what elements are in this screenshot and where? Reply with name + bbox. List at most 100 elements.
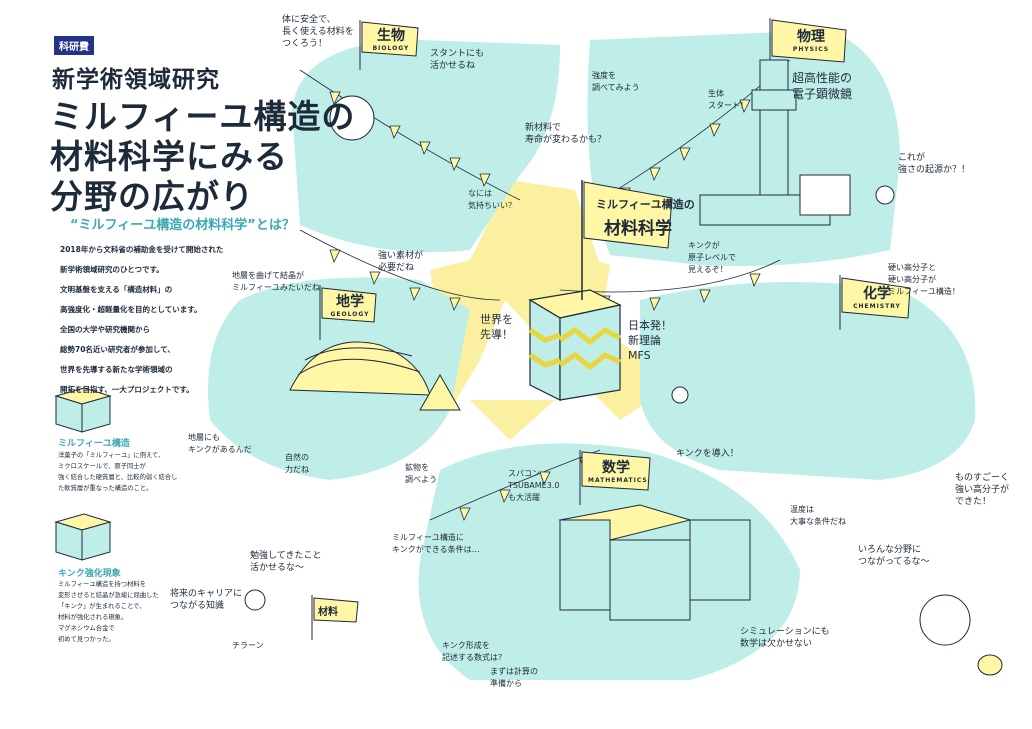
- note-line: 気持ちいい？: [468, 201, 516, 210]
- program-badge: 科研費: [54, 36, 94, 55]
- glossary-line: ミルフィーユ構造を持つ材料を: [58, 581, 147, 588]
- note-bio-6: 強い素材が 必要だね: [378, 250, 423, 274]
- note-line: 必要だね: [378, 263, 415, 273]
- note-line: キンクを導入！: [676, 449, 739, 459]
- flag-physics: 物理 PHYSICS: [782, 26, 840, 53]
- glossary-line: マグネシウム合金で: [58, 625, 115, 632]
- field-sublabel: BIOLOGY: [372, 45, 410, 52]
- intro-text: 2018年から文科省の補助金を受けて開始された 新学術領域研究のひとつです。 文…: [60, 240, 223, 400]
- cat-icon: [977, 654, 1003, 676]
- note-line: MFS: [628, 349, 651, 362]
- note-line: 勉強してきたこと: [250, 551, 322, 561]
- note-line: キンクがあるんだ: [188, 445, 252, 454]
- note-line: 温度は: [790, 505, 814, 514]
- note-bio-5: 生体 スタート！: [708, 88, 748, 112]
- field-sublabel: CHEMISTRY: [853, 303, 901, 310]
- note-line: 数学は欠かせない: [740, 639, 813, 649]
- tent-icon: [419, 373, 461, 411]
- glossary-term-1: ミルフィーユ構造: [58, 439, 130, 449]
- field-flags: [311, 18, 911, 640]
- glossary-line: 初めて見つかった。: [58, 636, 115, 643]
- mille-feuille-icon: [528, 289, 622, 401]
- note-phy-1: 超高性能の 電子顕微鏡: [792, 70, 852, 102]
- field-sublabel: PHYSICS: [792, 46, 830, 53]
- note-bio-7: なには 気持ちいい？: [468, 188, 516, 212]
- glossary-line: 洋菓子の「ミルフィーユ」に例えて、: [58, 452, 165, 459]
- glossary-cake-2: [54, 513, 112, 561]
- glossary-term-2: キンク強化現象: [58, 569, 121, 579]
- center-note-left: 世界を 先導！: [480, 312, 513, 342]
- note-line: シミュレーションにも: [740, 627, 830, 637]
- note-line: 硬い高分子が: [888, 275, 936, 284]
- field-sublabel: MATHEMATICS: [588, 477, 648, 484]
- glossary-line: ミクロスケールで、原子同士が: [58, 463, 146, 470]
- note-line: なには: [468, 189, 492, 198]
- note-line: キンクができる条件は…: [392, 545, 480, 554]
- note-line: 強さの起源か？！: [898, 165, 971, 175]
- glossary-cake-1: [54, 387, 112, 433]
- intro-line: 総勢70名近い研究者が参加して、: [60, 345, 175, 354]
- note-line: TSUBAME3.0: [508, 481, 560, 490]
- note-chem-3: ものすごーく 強い高分子が できた！: [955, 472, 1009, 508]
- note-line: 長く使える材料を: [282, 27, 354, 37]
- mountain-icon: [289, 341, 431, 396]
- glossary-line: た軟質層が重なった構造のこと。: [58, 485, 153, 492]
- note-line: 記述する数式は？: [442, 653, 506, 662]
- center-flag-line-1: ミルフィーユ構造の: [596, 198, 695, 211]
- note-phy-2: これが 強さの起源か？！: [898, 152, 970, 176]
- center-star-bottom: [470, 400, 555, 440]
- note-geo-2: 地層にも キンクがあるんだ: [188, 432, 252, 456]
- note-line: 原子レベルで: [688, 253, 736, 262]
- program-subtitle: 新学術領域研究: [52, 67, 220, 93]
- note-line: 大事な条件だね: [790, 517, 846, 526]
- note-line: 活かせるな〜: [250, 563, 305, 573]
- note-line: スタントにも: [430, 49, 485, 59]
- note-line: 体に安全で、: [282, 15, 336, 25]
- note-line: ミルフィーユ構造に: [392, 533, 464, 542]
- note-line: スパコン: [508, 469, 540, 478]
- intro-line: 2018年から文科省の補助金を受けて開始された: [60, 245, 224, 254]
- note-line: 調べよう: [405, 475, 437, 484]
- note-line: 活かせるね: [430, 61, 476, 71]
- note-line: 新材料で: [525, 123, 562, 133]
- title-line-1: ミルフィーユ構造の: [50, 97, 356, 136]
- chemistry-area: [640, 282, 976, 480]
- glossary-body-2: ミルフィーユ構造を持つ材料を 変形させると結晶が急峻に屈曲した 「キンク」が生ま…: [58, 579, 188, 645]
- note-line: ミルフィーユ構造！: [888, 287, 960, 296]
- note-line: つながる知識: [170, 601, 225, 611]
- flag-math: 数学 MATHEMATICS: [588, 457, 648, 484]
- note-bio-2: スタントにも 活かせるね: [430, 48, 484, 72]
- note-chem-4: 温度は 大事な条件だね: [790, 504, 846, 528]
- glossary-line: 材料が強化される現象。: [58, 614, 128, 621]
- glossary-line: 強く結合した硬質層と、比較的弱く結合し: [58, 474, 178, 481]
- note-line: まずは計算の: [490, 667, 538, 676]
- note-math-2: ミルフィーユ構造に キンクができる条件は…: [392, 532, 480, 556]
- flag-geology: 地学 GEOLOGY: [328, 291, 372, 318]
- note-line: 生体: [708, 89, 724, 98]
- note-line: ものすごーく: [955, 473, 1010, 483]
- note-line: 電子顕微鏡: [792, 87, 853, 101]
- note-geo-3: 自然の 力だね: [285, 452, 309, 476]
- note-line: できた！: [955, 497, 992, 507]
- title-line-3: 分野の広がり: [50, 177, 254, 216]
- note-line: 力だね: [285, 465, 309, 474]
- note-line: つながってるな〜: [858, 557, 930, 567]
- person-icon: [244, 95, 971, 646]
- supercomputer-icon: [558, 504, 751, 621]
- note-math-1: スパコン TSUBAME3.0 も大活躍: [508, 468, 559, 504]
- note-bio-1: 体に安全で、 長く使える材料を つくろう！: [282, 14, 354, 50]
- intro-line: 高強度化・超軽量化を目的としています。: [60, 305, 202, 314]
- note-corner-1: 将来のキャリアに つながる知識: [170, 588, 242, 612]
- note-phy-3: キンクが 原子レベルで 見えるぞ！: [688, 240, 736, 276]
- note-chem-2: キンクを導入！: [676, 448, 739, 460]
- note-line: スタート！: [708, 101, 748, 110]
- note-math-3: シミュレーションにも 数学は欠かせない: [740, 626, 830, 650]
- note-line: これが: [898, 153, 926, 163]
- center-flag-line-2: 材料科学: [604, 219, 672, 239]
- field-label: 物理: [797, 29, 825, 45]
- intro-line: 新学術領域研究のひとつです。: [60, 265, 164, 274]
- note-line: 強度を: [592, 71, 616, 80]
- note-line: 超高性能の: [792, 71, 853, 85]
- note-corner-3: いろんな分野に つながってるな〜: [858, 544, 930, 568]
